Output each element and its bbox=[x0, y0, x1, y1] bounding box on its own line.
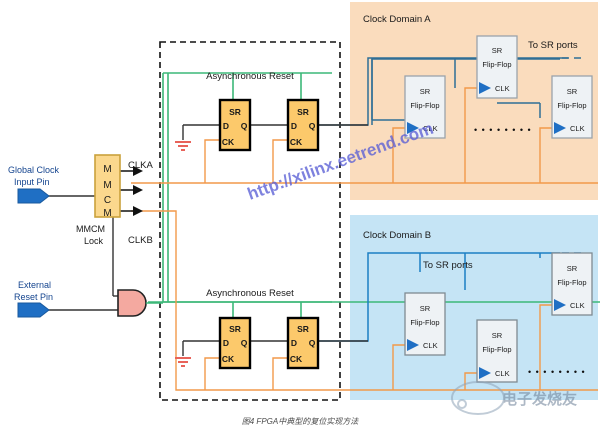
global-clock-input-pin[interactable] bbox=[17, 188, 50, 204]
domain-b-ff-1-name: Flip-Flop bbox=[482, 345, 511, 354]
domain-a-to-sr-ports: To SR ports bbox=[528, 40, 578, 51]
async-reset-net bbox=[148, 72, 600, 318]
mmcm-letter-3: M bbox=[103, 208, 111, 219]
sync-ff-top-0-ck: CK bbox=[222, 137, 235, 147]
domain-b-ff-1-clk: CLK bbox=[495, 369, 510, 378]
sync-ff-bottom-1-q: Q bbox=[309, 338, 316, 348]
domain-a-ellipsis: • • • • • • • • bbox=[474, 125, 532, 135]
domain-b-ff-1-sr: SR bbox=[492, 331, 503, 340]
sr-distribution-domain-a-detail bbox=[371, 58, 560, 120]
domain-a-ff-2-name: Flip-Flop bbox=[557, 101, 586, 110]
mmcm-letter-2: C bbox=[104, 195, 111, 206]
sync-ff-bottom-0-d: D bbox=[223, 338, 229, 348]
sync-ff-top-0-q: Q bbox=[241, 121, 248, 131]
sync-ff-bottom-1-sr: SR bbox=[297, 324, 309, 334]
mmcm-output-arrows bbox=[120, 166, 143, 216]
sync-ff-top-0-sr: SR bbox=[229, 107, 241, 117]
domain-a-ff-1-name: Flip-Flop bbox=[482, 60, 511, 69]
domain-b-ff-1[interactable]: SR Flip-Flop CLK bbox=[476, 319, 518, 383]
sync-ff-bottom-0[interactable]: SR D Q CK bbox=[218, 316, 252, 370]
global-clock-label-line1: Global Clock bbox=[8, 165, 60, 175]
watermark-logo-text: 电子发烧友 bbox=[502, 390, 577, 408]
data-wires bbox=[47, 124, 368, 356]
domain-b-title: Clock Domain B bbox=[363, 230, 431, 241]
reset-synchronizer-boundary bbox=[159, 41, 341, 401]
domain-b-ff-0-sr: SR bbox=[420, 304, 431, 313]
domain-b-ff-2-name: Flip-Flop bbox=[557, 278, 586, 287]
domain-a-title: Clock Domain A bbox=[363, 14, 431, 25]
ground-symbol-top bbox=[175, 141, 191, 151]
domain-a-ff-1-clk: CLK bbox=[495, 84, 510, 93]
sync-ff-top-1-ck: CK bbox=[290, 137, 303, 147]
domain-a-ff-2[interactable]: SR Flip-Flop CLK bbox=[551, 75, 593, 139]
domain-a-ff-2-clk: CLK bbox=[570, 124, 585, 133]
domain-a-ff-0-sr: SR bbox=[420, 87, 431, 96]
domain-b-ff-0-clk: CLK bbox=[423, 341, 438, 350]
sync-ff-bottom-1-ck: CK bbox=[290, 354, 303, 364]
domain-b-ff-2-sr: SR bbox=[567, 264, 578, 273]
mmcm-block[interactable] bbox=[94, 154, 121, 218]
sync-ff-top-1-sr: SR bbox=[297, 107, 309, 117]
async-reset-label-bottom: Asynchronous Reset bbox=[206, 288, 294, 299]
domain-a-ff-1[interactable]: SR Flip-Flop CLK bbox=[476, 35, 518, 99]
clka-label: CLKA bbox=[128, 160, 153, 171]
sync-ff-top-1-d: D bbox=[291, 121, 297, 131]
domain-a-ff-0-clk: CLK bbox=[423, 124, 438, 133]
sync-ff-top-1-q: Q bbox=[309, 121, 316, 131]
watermark-logo-group: 电子发烧友 bbox=[451, 381, 577, 415]
sync-ff-top-0[interactable]: SR D Q CK bbox=[218, 98, 252, 152]
sync-ff-bottom-1[interactable]: SR D Q CK bbox=[286, 316, 320, 370]
domain-a-ff-0[interactable]: SR Flip-Flop CLK bbox=[404, 75, 446, 139]
clkb-label: CLKB bbox=[128, 235, 153, 246]
domain-a-ff-2-sr: SR bbox=[567, 87, 578, 96]
ground-symbol-bottom bbox=[175, 357, 191, 367]
figure-caption: 图4 FPGA中典型的复位实现方法 bbox=[242, 417, 359, 426]
async-reset-label-top: Asynchronous Reset bbox=[206, 71, 294, 82]
domain-b-ff-2-clk: CLK bbox=[570, 301, 585, 310]
domain-a-ff-0-name: Flip-Flop bbox=[410, 101, 439, 110]
clock-net-clka bbox=[131, 87, 598, 184]
sync-ff-top-1[interactable]: SR D Q CK bbox=[286, 98, 320, 152]
external-reset-input-pin[interactable] bbox=[17, 302, 50, 318]
clock-net-clkb bbox=[131, 210, 598, 391]
external-reset-label-line1: External bbox=[18, 280, 51, 290]
domain-b-to-sr-ports: To SR ports bbox=[423, 260, 473, 271]
sync-ff-bottom-0-ck: CK bbox=[222, 354, 235, 364]
mmcm-letter-1: M bbox=[103, 180, 111, 191]
mmcm-lock-label-line2: Lock bbox=[84, 236, 104, 246]
mmcm-letter-0: M bbox=[103, 164, 111, 175]
sync-ff-top-0-d: D bbox=[223, 121, 229, 131]
domain-b-ff-0-name: Flip-Flop bbox=[410, 318, 439, 327]
global-clock-label-line2: Input Pin bbox=[14, 177, 50, 187]
and-gate[interactable] bbox=[117, 289, 147, 317]
domain-b-ellipsis: • • • • • • • • bbox=[528, 367, 586, 377]
domain-a-ff-1-sr: SR bbox=[492, 46, 503, 55]
domain-b-ff-0[interactable]: SR Flip-Flop CLK bbox=[404, 292, 446, 356]
sync-ff-bottom-1-d: D bbox=[291, 338, 297, 348]
domain-b-ff-2[interactable]: SR Flip-Flop CLK bbox=[551, 252, 593, 316]
sync-ff-bottom-0-sr: SR bbox=[229, 324, 241, 334]
mmcm-lock-label-line1: MMCM bbox=[76, 224, 105, 234]
external-reset-label-line2: Reset Pin bbox=[14, 292, 53, 302]
sync-ff-bottom-0-q: Q bbox=[241, 338, 248, 348]
